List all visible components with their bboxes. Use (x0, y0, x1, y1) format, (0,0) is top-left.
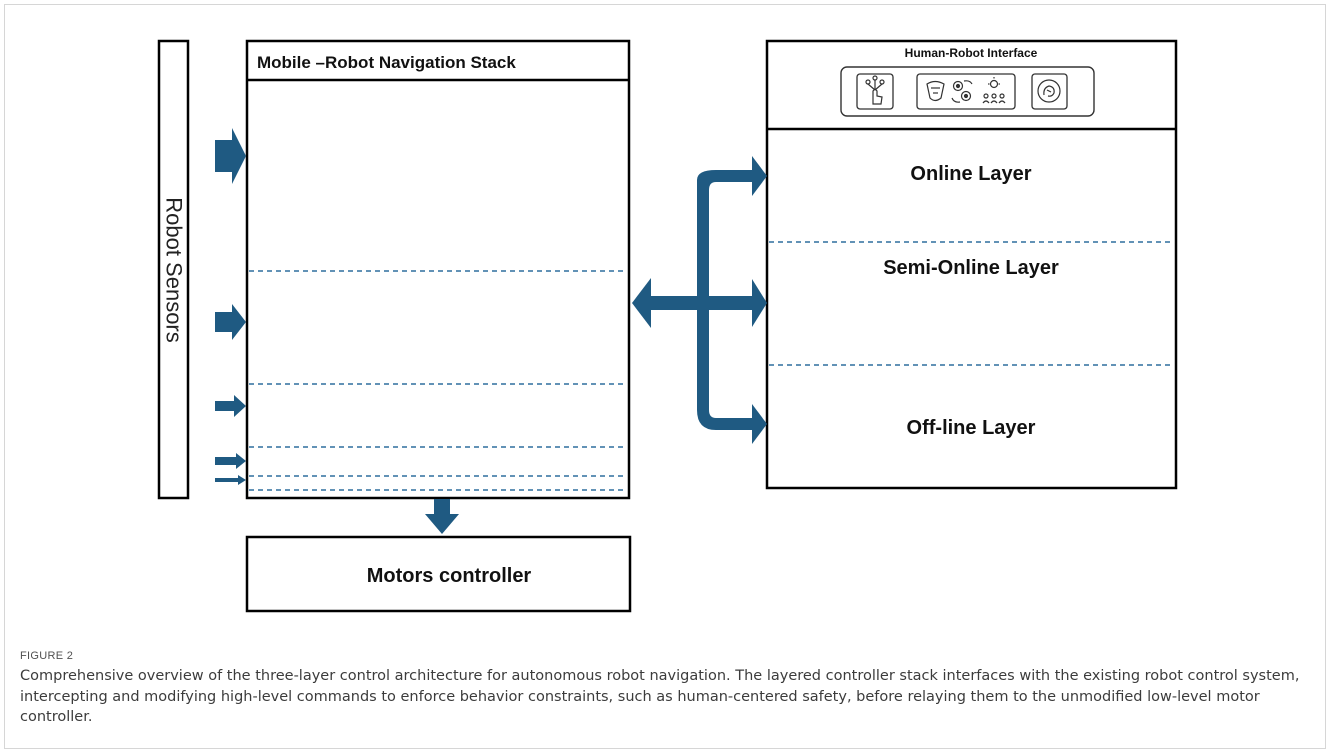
connector-arrowhead-offline (752, 404, 767, 444)
nav-stack-box (245, 39, 631, 500)
layer-label-offline: Off-line Layer (907, 417, 1036, 439)
motors-down-arrow (425, 499, 459, 534)
figure-frame (4, 4, 1326, 749)
connector-arrowhead-semi-online (752, 279, 767, 327)
connector-middle-bar (651, 296, 754, 310)
motors-controller-box (245, 535, 632, 613)
connector-arrowhead-online (752, 156, 767, 196)
brain-circle-icon (1037, 79, 1061, 103)
sensor-arrow-3 (215, 395, 246, 417)
connector-curve-bottom (697, 410, 752, 430)
connector-spine (697, 180, 709, 410)
connector-arrowhead-left (632, 278, 651, 328)
sensor-arrow-4 (215, 453, 246, 469)
nav-stack-dividers (249, 270, 627, 491)
neural-network-icon (926, 80, 945, 102)
hri-title: Human-Robot Interface (905, 46, 1038, 60)
layer-label-semi-online: Semi-Online Layer (883, 257, 1059, 279)
layer-dividers (769, 241, 1174, 366)
layer-connector (632, 156, 767, 444)
robot-sensors-box (157, 39, 190, 500)
sensor-arrow-2 (215, 304, 246, 340)
figure-caption-text: Comprehensive overview of the three-laye… (20, 668, 1300, 725)
idea-people-icon (982, 77, 1006, 104)
architecture-diagram: Robot Sensors Mobile –Robot Navigation S… (157, 39, 1178, 613)
connector-curve-top (697, 170, 752, 190)
sensor-arrow-1 (215, 128, 246, 184)
nav-stack-title: Mobile –Robot Navigation Stack (257, 53, 516, 72)
sensor-arrows (215, 128, 246, 485)
robot-sensors-label: Robot Sensors (162, 197, 187, 343)
sensor-arrow-5 (215, 475, 246, 485)
touch-interaction-icon (865, 75, 885, 105)
motors-controller-label: Motors controller (367, 565, 532, 587)
layer-label-online: Online Layer (910, 163, 1031, 185)
figure-caption-label: FIGURE 2 (20, 650, 74, 662)
gears-exchange-icon (951, 80, 973, 103)
